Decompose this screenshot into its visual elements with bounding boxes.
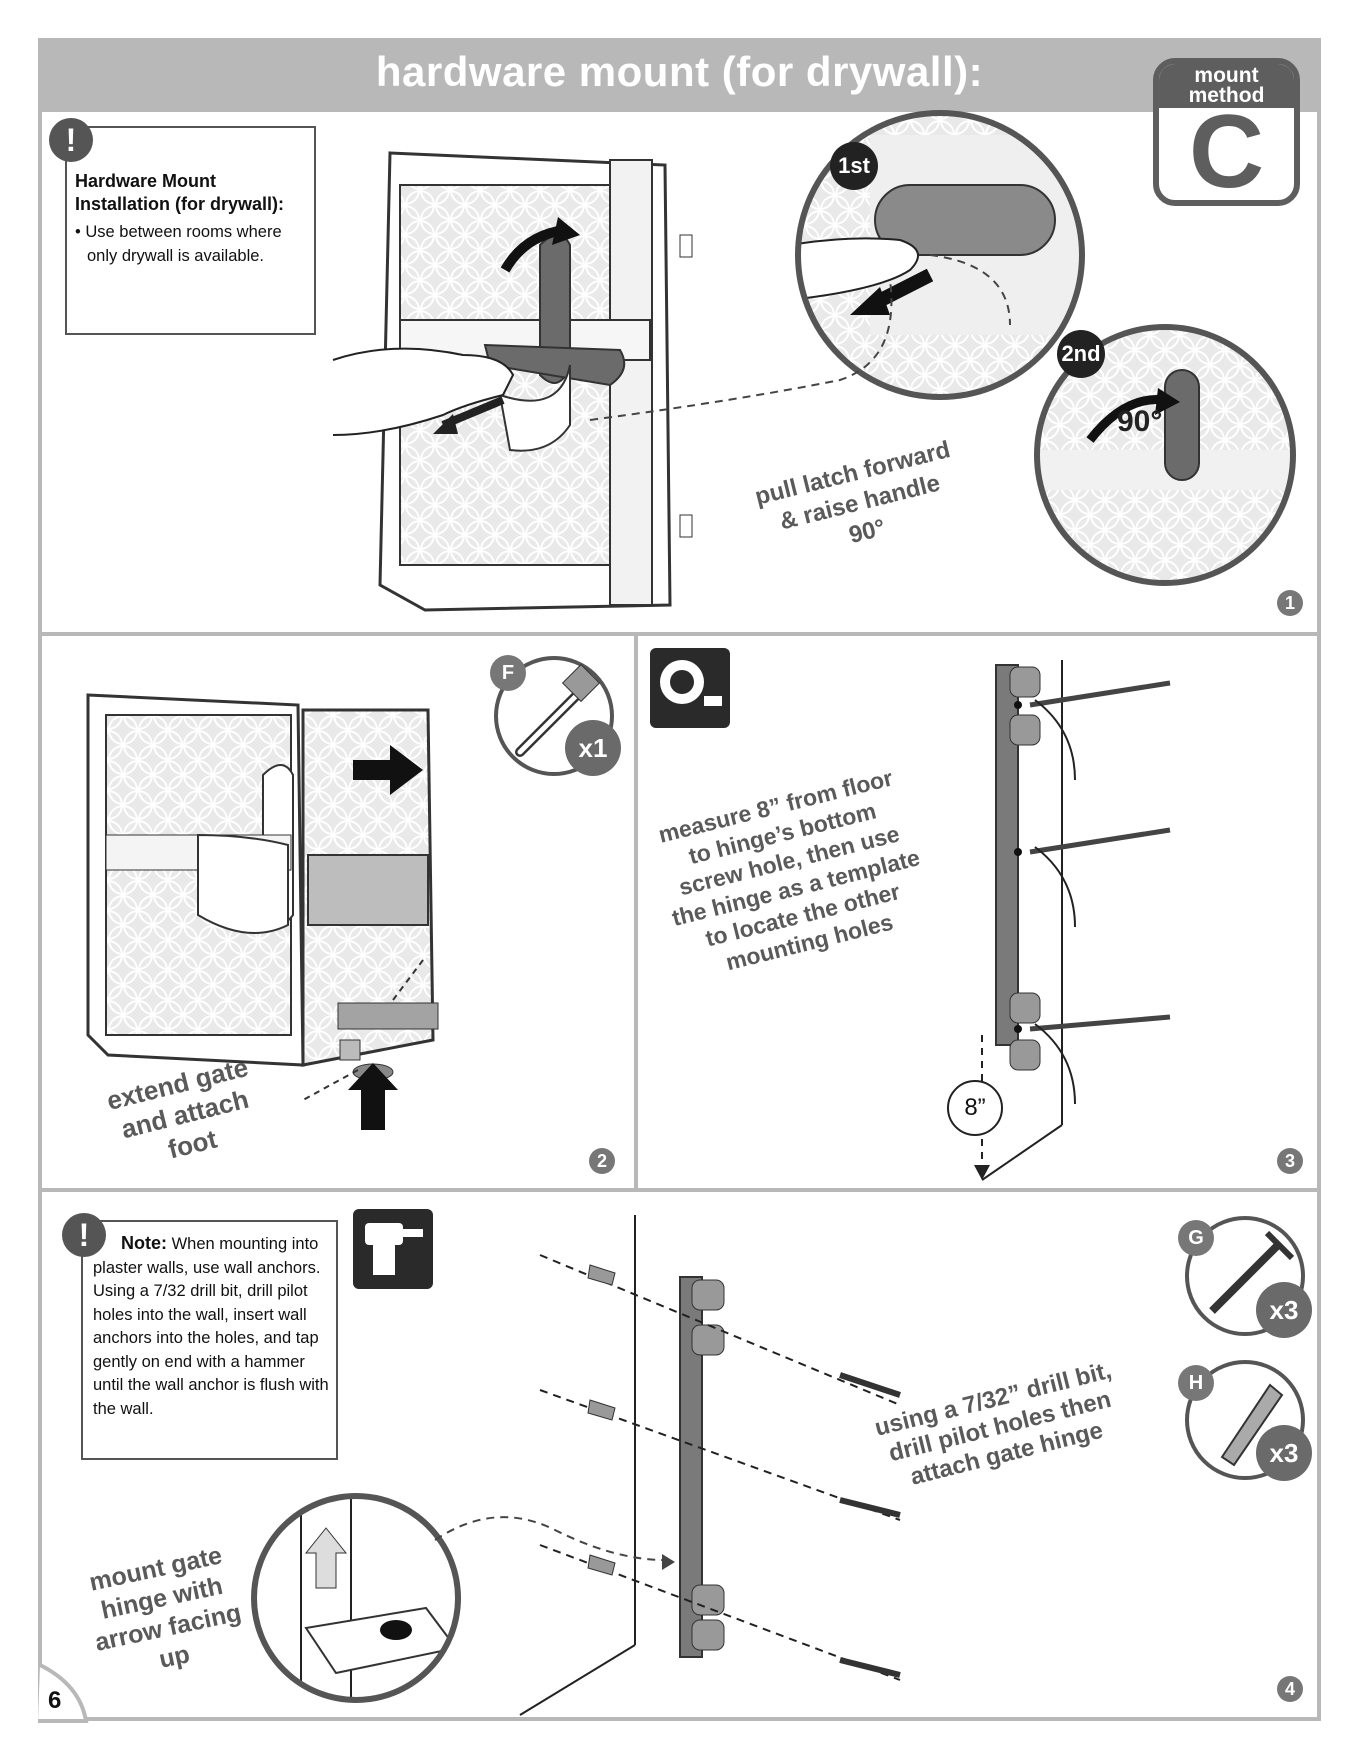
divider-row-2 [38, 1188, 1321, 1192]
hinge-arrow-detail-circle [251, 1493, 461, 1703]
panel4-note-box: Note: When mounting into plaster walls, … [81, 1220, 338, 1460]
second-label-text: 2nd [1061, 341, 1101, 366]
panel4-note-label: Note: [121, 1233, 167, 1253]
tape-measure-icon [650, 648, 730, 728]
panel2-step-number: 2 [589, 1148, 615, 1174]
dashed-connector-1 [589, 254, 1011, 421]
hinge-template-illustration [974, 660, 1171, 1181]
panel3-step-number: 3 [1277, 1148, 1303, 1174]
divider-col [634, 632, 638, 1190]
part-g-letter: G [1178, 1220, 1214, 1256]
hand-icon [332, 347, 515, 436]
page-number: 6 [48, 1687, 62, 1714]
panel1-note-box: Hardware Mount Installation (for drywall… [65, 126, 316, 335]
badge-header: mount method [1159, 64, 1294, 108]
panel1-note-title: Hardware Mount Installation (for drywall… [75, 171, 285, 214]
divider-row-1 [38, 632, 1321, 636]
dashed-connector-4 [434, 1516, 675, 1570]
part-f-letter: F [490, 655, 526, 691]
badge-letter: C [1188, 94, 1265, 206]
warning-icon: ! [49, 118, 93, 162]
gate-front-view [378, 151, 693, 612]
panel1-step-number: 1 [1277, 590, 1303, 616]
angle-label: 90° [1117, 405, 1163, 438]
panel4-note-text: When mounting into plaster walls, use wa… [93, 1235, 329, 1418]
part-f-qty: x1 [565, 720, 621, 776]
gate-extended-illustration [86, 693, 439, 1130]
first-label-text: 1st [838, 153, 870, 178]
badge-label-text: mount method [1188, 64, 1265, 107]
warning-icon-2: ! [62, 1213, 106, 1257]
page-title: hardware mount (for drywall): [375, 48, 984, 95]
step1-detail-circle [795, 110, 1085, 400]
measurement-label-text: 8” [964, 1094, 986, 1121]
page-corner [38, 1663, 89, 1723]
drill-icon [353, 1209, 433, 1289]
second-label: 2nd [1057, 330, 1105, 378]
part-g-qty: x3 [1256, 1282, 1312, 1338]
part-h-letter: H [1178, 1365, 1214, 1401]
mount-method-badge: mount method C [1153, 58, 1300, 206]
measurement-label: 8” [947, 1080, 1003, 1136]
badge-label: mount method [1159, 64, 1294, 107]
header-bar: hardware mount (for drywall): [38, 38, 1321, 112]
first-label: 1st [830, 142, 878, 190]
panel4-step-number: 4 [1277, 1676, 1303, 1702]
wall-anchor-illustration [519, 1215, 901, 1716]
part-h-qty: x3 [1256, 1425, 1312, 1481]
panel4-note: Note: When mounting into plaster walls, … [93, 1232, 333, 1421]
panel1-note-bullet: • Use between rooms where only drywall i… [75, 223, 282, 265]
